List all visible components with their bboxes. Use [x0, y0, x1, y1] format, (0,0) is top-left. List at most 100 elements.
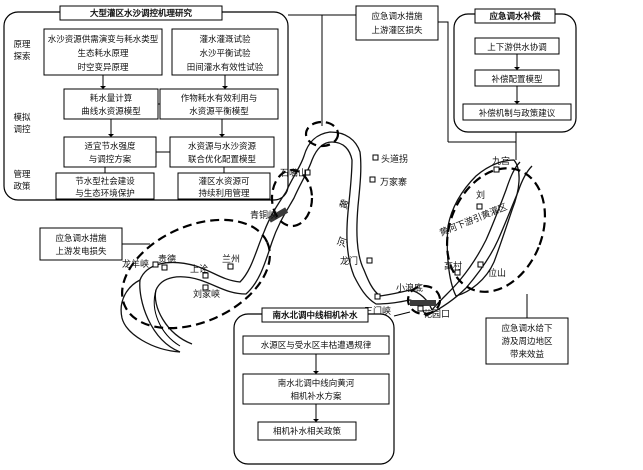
place-qingtongxia: 青铜峡	[250, 209, 277, 221]
box-supply-demand-l3: 时空变异原理	[77, 62, 129, 73]
box-irrigation-test-l2: 水沙平衡试验	[199, 48, 251, 59]
connector-left-to-hetao	[288, 14, 323, 126]
place-shizuishan: 石嘴山	[280, 168, 307, 179]
box-supplement-policy-text: 相机补水相关政策	[273, 426, 342, 437]
place-guide: 贵德	[158, 253, 176, 265]
place-gaocun: 高村	[444, 260, 462, 272]
box-saving-intensity-l2: 与调控方案	[89, 154, 132, 165]
marker-toudaoguai	[372, 154, 379, 161]
callout-top-box	[355, 5, 439, 41]
place-liujiaxia: 刘家峡	[193, 288, 220, 300]
zone-downstream	[445, 167, 547, 293]
box-supplement-plan-l1: 南水北调中线向黄河	[278, 378, 355, 389]
dashed-zones	[121, 120, 547, 330]
connector-right-panel	[448, 132, 517, 143]
marker-weishan	[477, 261, 484, 268]
panel-left-title: 大型灌区水沙调控机理研究	[90, 8, 193, 19]
side-label-principle-2: 探索	[13, 51, 30, 62]
place-liu: 刘	[476, 189, 485, 201]
box-irrigation-test-l3: 田间灌水有效性试验	[187, 62, 264, 73]
callout-right-l3: 带来效益	[510, 349, 545, 360]
arrowhead-r2	[514, 101, 520, 104]
side-label-principle: 原理探索	[13, 40, 31, 62]
callout-top-l1: 应急调水措施	[371, 11, 423, 22]
panel-right-title: 应急调水补偿	[489, 11, 541, 22]
marker-wanjiazhai	[369, 176, 376, 183]
marker-longyangxia	[152, 261, 159, 268]
place-wanjiazhai: 万家寨	[380, 176, 407, 188]
box-society-building-l1: 节水型社会建设	[75, 176, 135, 187]
callout-right-box	[485, 317, 569, 365]
river-source-loop	[120, 279, 181, 353]
place-longyangxia: 龙羊峡	[122, 258, 149, 270]
marker-liujiaxia	[202, 284, 209, 291]
callout-left-l2: 上游发电损失	[55, 246, 107, 257]
marker-sanmenxia	[374, 293, 381, 300]
callout-left: 应急调水措施 上游发电损失	[39, 227, 123, 261]
marker-huayuankou	[417, 305, 424, 312]
place-shangquan: 上诠	[190, 263, 208, 275]
marker-shangquan	[202, 272, 209, 279]
side-label-simulation: 模拟调控	[13, 112, 31, 135]
callout-top: 应急调水措施 上游灌区损失	[355, 5, 439, 41]
place-longmen: 龙门	[340, 255, 358, 267]
box-wet-dry-encounter-text: 水源区与受水区丰枯遭遇规律	[261, 340, 372, 351]
river-bank-inner	[154, 141, 427, 345]
box-society-building-l2: 与生态环境保护	[75, 188, 135, 199]
box-supply-demand-l2: 生态耗水原理	[77, 48, 129, 59]
panel-left-arrows	[100, 75, 228, 173]
box-sustainable-mgmt-l1: 灌区水资源可	[198, 176, 250, 187]
callout-left-l1: 应急调水措施	[55, 233, 107, 244]
callout-right-l1: 应急调水给下	[501, 323, 553, 334]
box-supplement-plan	[242, 373, 390, 405]
marker-lanzhou	[227, 263, 234, 270]
box-joint-optimization-l2: 联合优化配置模型	[188, 154, 257, 165]
side-label-policy: 管理政策	[13, 169, 31, 192]
arrowhead-b1	[313, 371, 319, 374]
place-xiaolangdi: 小浪底	[396, 282, 423, 294]
connector-bottom-panel	[393, 311, 411, 317]
marker-gaocun	[454, 269, 461, 276]
callout-top-l2: 上游灌区损失	[371, 25, 423, 36]
box-supplement-policy	[257, 421, 357, 441]
zone-upper-reservoirs	[121, 218, 271, 330]
region-label: 黄河下游引黄灌区	[438, 201, 509, 239]
panel-right-title-box	[474, 8, 556, 24]
side-label-simulation-1: 模拟	[13, 112, 31, 123]
box-supply-demand	[43, 28, 163, 76]
place-weishan: 位山	[488, 267, 506, 279]
box-compensation-model-text: 补偿配置模型	[491, 74, 543, 85]
place-jiugong: 九宫	[492, 155, 510, 167]
panel-bottom-title-box	[261, 307, 369, 323]
place-toudaoguai: 头道拐	[381, 153, 408, 165]
box-compensation-policy-text: 补偿机制与政策建议	[479, 108, 556, 119]
box-consumption-calc-l2: 曲线水资源模型	[81, 106, 141, 117]
box-irrigation-test	[171, 28, 279, 76]
arrowhead-1	[100, 86, 106, 89]
panel-left: 大型灌区水沙调控机理研究 原理探索 模拟调控 管理政策 水沙资源供需演变与耗水类…	[3, 5, 289, 201]
box-crop-model-l1: 作物耗水有效利用与	[181, 93, 258, 104]
marker-shizuishan	[304, 169, 311, 176]
tributary-source	[153, 289, 181, 347]
place-huayuankou: 花园口	[423, 308, 450, 320]
arrowhead-b2	[313, 419, 319, 422]
river-name-2: 河	[336, 236, 351, 250]
box-crop-model	[159, 88, 279, 120]
marker-liu	[476, 203, 483, 210]
panel-right: 应急调水补偿 上下游供水协调 补偿配置模型 补偿机制与政策建议	[453, 8, 577, 133]
shade-xiaolangdi	[410, 300, 436, 306]
panel-left-title-box	[59, 5, 223, 21]
side-label-policy-1: 管理	[13, 169, 31, 180]
arrowhead-4	[219, 134, 225, 137]
marker-jiugong	[493, 166, 500, 173]
box-joint-optimization-l1: 水资源与水沙资源	[188, 141, 257, 152]
panel-bottom-title: 南水北调中线相机补水	[272, 310, 358, 321]
place-lanzhou: 兰州	[222, 253, 240, 265]
marker-longmen	[366, 257, 373, 264]
connector-top-callout-down	[438, 21, 449, 142]
box-supplement-plan-l2: 相机补水方案	[290, 391, 342, 402]
arrowhead-3	[108, 134, 114, 137]
river-lower-inner	[425, 165, 533, 317]
river-name-1: 黄	[337, 197, 353, 211]
box-crop-model-l2: 水资源平衡模型	[189, 106, 249, 117]
